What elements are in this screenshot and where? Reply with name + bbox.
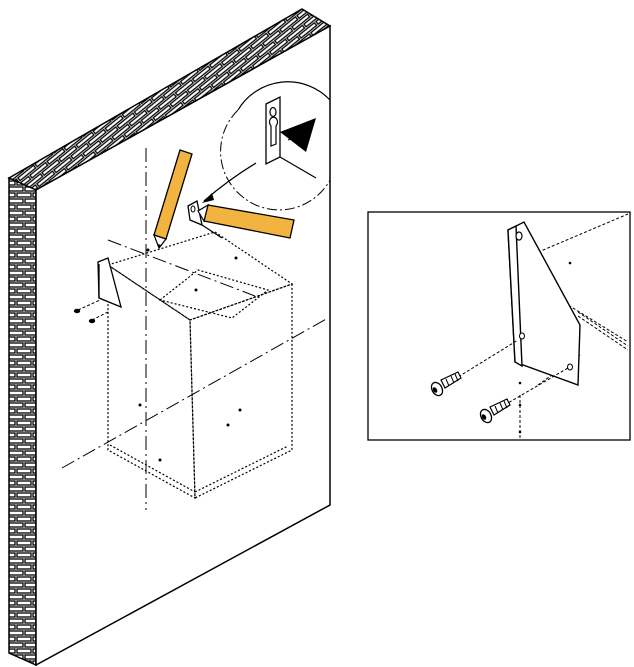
brick-wall-front [8,176,37,667]
pencil-tip-detail [280,118,316,152]
screw-icon [430,371,462,397]
screw-icon [88,318,96,324]
brick-wall [7,8,332,667]
inset-frame [367,211,631,441]
detail-leader-arrow [202,162,257,203]
centerline-horizontal [61,317,329,469]
screw-icon [73,308,81,314]
keyhole-icon [268,116,279,147]
cabinet-bottom-edge-side [194,445,289,493]
mounting-bracket-right [187,200,223,239]
mounting-bracket-left [73,257,122,324]
cabinet-holes [138,248,242,462]
wall-face [35,24,331,667]
inset-bracket-screws [367,211,631,441]
centerline-upper [107,239,256,297]
cabinet-dotted-outline [106,231,294,500]
pencil-right [197,203,295,239]
centerlines [61,148,329,510]
detail-circle-keyhole [220,81,331,211]
cabinet-side-face [189,283,293,499]
cabinet-front-face [107,263,196,500]
cabinet-top-inner [158,269,270,319]
screw-icon [479,398,511,424]
pencil-left [152,149,193,250]
cabinet-bottom-edge [109,444,196,493]
